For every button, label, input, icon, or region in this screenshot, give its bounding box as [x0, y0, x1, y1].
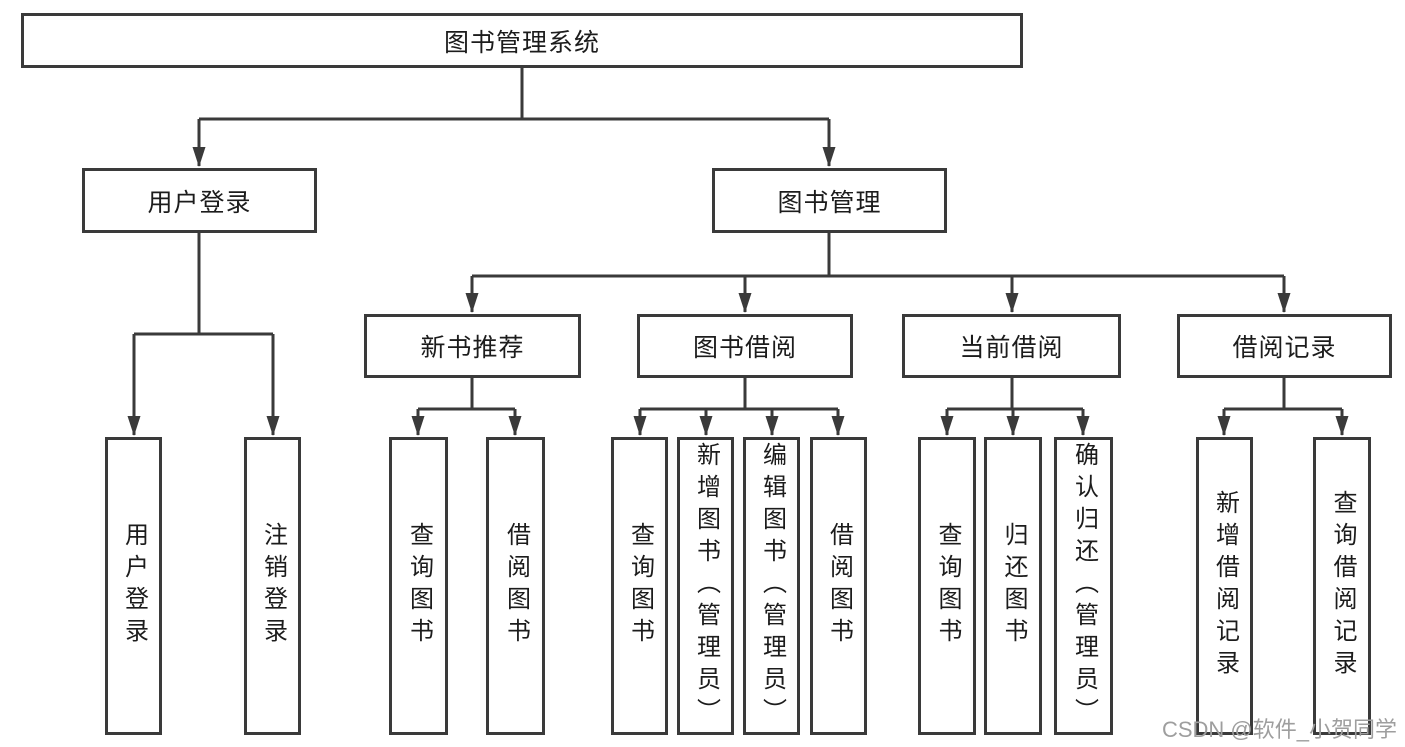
node-label: 注销登录 [259, 522, 287, 650]
leaf-user-login: 用户登录 [105, 437, 162, 735]
node-label: 查询图书 [934, 522, 961, 650]
node-label: 新增图书（管理员） [692, 442, 720, 730]
csdn-watermark: CSDN @软件_小贺同学 [1161, 717, 1397, 742]
node-label: 图书管理 [777, 188, 882, 217]
node-label: 编辑图书（管理员） [758, 442, 786, 730]
node-label: 借阅记录 [1232, 334, 1337, 362]
node-label: 查询借阅记录 [1329, 490, 1356, 682]
node-label: 当前借阅 [959, 334, 1064, 362]
node-label: 用户登录 [120, 522, 148, 650]
node-user-login: 用户登录 [82, 168, 317, 233]
leaf-return-books: 归还图书 [984, 437, 1042, 735]
leaf-current-query-books: 查询图书 [918, 437, 976, 735]
leaf-borrowing-borrow-books: 借阅图书 [810, 437, 867, 735]
node-current-borrowing: 当前借阅 [902, 314, 1121, 378]
node-label: 归还图书 [1000, 522, 1027, 650]
leaf-add-books-admin: 新增图书（管理员） [677, 437, 734, 735]
leaf-recommend-query-books: 查询图书 [389, 437, 448, 735]
node-label: 用户登录 [147, 188, 252, 217]
node-label: 图书管理系统 [443, 28, 600, 57]
node-book-borrowing: 图书借阅 [637, 314, 853, 378]
leaf-query-borrow-record: 查询借阅记录 [1313, 437, 1371, 735]
node-library-management-system: 图书管理系统 [21, 13, 1023, 68]
leaf-add-borrow-record: 新增借阅记录 [1196, 437, 1253, 735]
leaf-recommend-borrow-books: 借阅图书 [486, 437, 545, 735]
node-label: 查询图书 [405, 522, 433, 650]
node-label: 借阅图书 [502, 522, 530, 650]
node-label: 图书借阅 [692, 334, 797, 362]
leaf-borrowing-query-books: 查询图书 [611, 437, 668, 735]
leaf-logout: 注销登录 [244, 437, 301, 735]
node-label: 新书推荐 [420, 334, 525, 362]
node-label: 确认归还（管理员） [1070, 442, 1098, 730]
node-label: 新增借阅记录 [1211, 490, 1239, 682]
node-borrowing-records: 借阅记录 [1177, 314, 1392, 378]
node-book-management: 图书管理 [712, 168, 947, 233]
node-label: 查询图书 [626, 522, 654, 650]
node-new-book-recommend: 新书推荐 [364, 314, 581, 378]
leaf-confirm-return-admin: 确认归还（管理员） [1054, 437, 1113, 735]
leaf-edit-books-admin: 编辑图书（管理员） [743, 437, 800, 735]
node-label: 借阅图书 [825, 522, 853, 650]
